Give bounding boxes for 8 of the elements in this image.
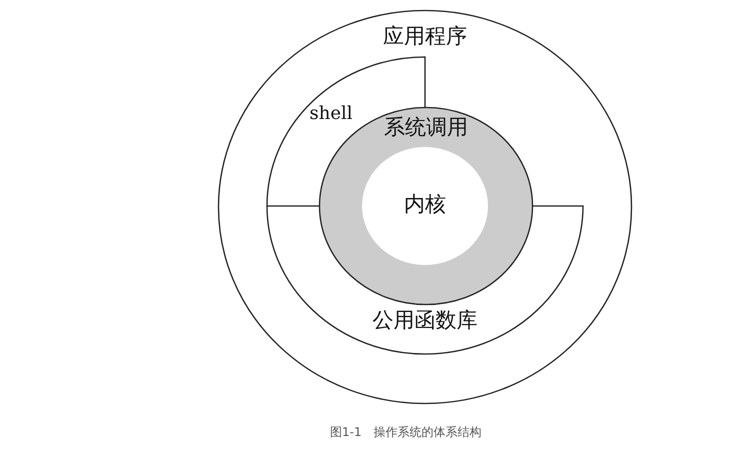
node-label: 内核 [404,192,446,218]
kernel-core [362,147,488,265]
node-label: 应用程序 [383,24,467,50]
region-label: shell [310,103,352,125]
node-label: 系统调用 [384,115,468,140]
application-layer-ellipse [218,10,632,404]
region-label: 公用函数库 [372,308,478,334]
figure-caption: 图1-1 操作系统的体系结构 [330,424,482,441]
